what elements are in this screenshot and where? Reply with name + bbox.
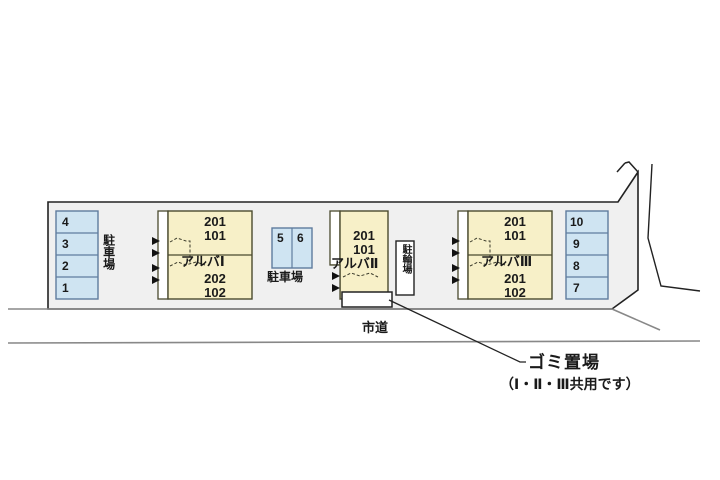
alba-3-room-102: 102 <box>504 285 526 300</box>
lot-boundary-right <box>624 161 639 173</box>
trash-area-subtitle: （Ⅰ・Ⅱ・Ⅲ共用です） <box>500 377 640 393</box>
trash-leader-line <box>388 299 526 363</box>
alba-2-name: アルバⅡ <box>331 257 379 272</box>
road-label: 市道 <box>362 321 389 336</box>
building-alba-1[interactable] <box>157 210 253 300</box>
alba-3-name: アルバⅢ <box>481 255 533 270</box>
parking-stall-right-9[interactable]: 9 <box>573 237 580 251</box>
entrance-arrows-alba-3 <box>452 237 460 284</box>
helper <box>48 163 640 202</box>
alba-3-room-201-upper: 201 <box>504 214 526 229</box>
parking-block-middle[interactable] <box>271 227 313 269</box>
parking-stall-left-2[interactable]: 3 <box>62 237 69 251</box>
alba-1-room-202: 202 <box>204 271 226 286</box>
alba-1-room-101: 101 <box>204 228 226 243</box>
parking-stall-right-7[interactable]: 7 <box>573 281 580 295</box>
alba-3-room-101: 101 <box>504 228 526 243</box>
trash-area-box[interactable] <box>341 291 393 308</box>
entrance-arrows-alba-1 <box>152 237 160 284</box>
alba-1-name: アルバⅠ <box>181 255 225 270</box>
parking-stall-right-10[interactable]: 10 <box>570 215 584 229</box>
alba-1-room-201: 201 <box>204 214 226 229</box>
bicycle-parking-box[interactable] <box>395 240 415 296</box>
parking-stall-right-8[interactable]: 8 <box>573 259 580 273</box>
parking-stall-middle-6[interactable]: 6 <box>297 231 304 245</box>
parking-label-left: 駐車場 <box>101 234 116 270</box>
building-alba-2[interactable] <box>329 210 389 300</box>
parking-stall-left-1[interactable]: 4 <box>62 215 69 229</box>
parking-label-middle: 駐車場 <box>267 270 304 284</box>
parking-stall-middle-5[interactable]: 5 <box>277 231 284 245</box>
road-line-top-right <box>611 308 661 331</box>
alba-3-room-201-lower: 201 <box>504 271 526 286</box>
alba-2-room-201: 201 <box>353 228 375 243</box>
boundary-line-upper-right <box>616 162 626 173</box>
parking-stall-left-4[interactable]: 1 <box>62 281 69 295</box>
entrance-arrows-alba-2 <box>332 272 340 292</box>
road-edge-right-inner <box>647 163 701 292</box>
parking-stall-left-3[interactable]: 2 <box>62 259 69 273</box>
trash-area-title: ゴミ置場 <box>528 353 600 373</box>
alba-1-room-102: 102 <box>204 285 226 300</box>
parking-block-right[interactable] <box>565 210 609 300</box>
alba-2-room-101: 101 <box>353 242 375 257</box>
road-line-bottom <box>7 340 701 344</box>
bicycle-parking-label: 駐輪場 <box>400 244 411 274</box>
parking-block-left[interactable] <box>55 210 99 300</box>
building-alba-3[interactable] <box>457 210 553 300</box>
